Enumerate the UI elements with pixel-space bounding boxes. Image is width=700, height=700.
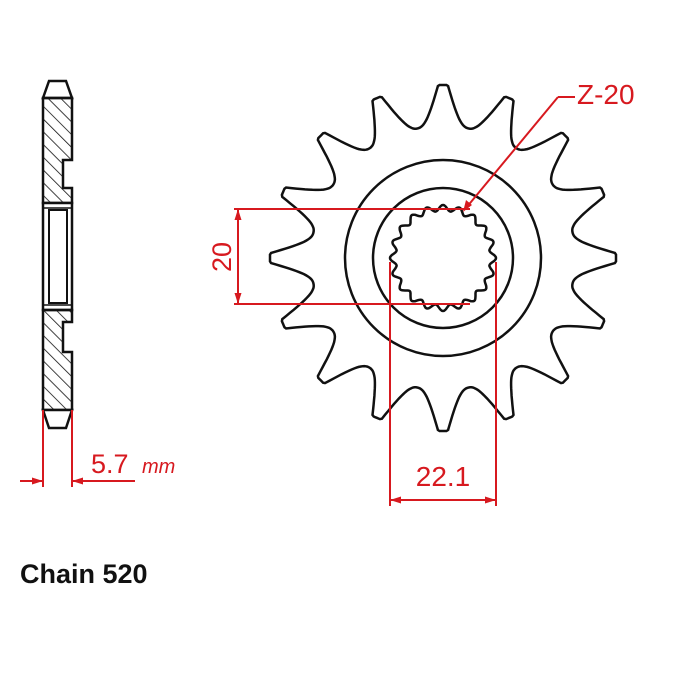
spline-callout-label: Z-20 — [577, 79, 635, 110]
side-top-tooth — [41, 79, 74, 100]
bore-width-dimension — [389, 262, 497, 506]
thickness-value: 5.7 — [91, 449, 129, 479]
thickness-unit: mm — [142, 456, 175, 478]
spline-diameter-dimension — [234, 208, 470, 305]
spline-diameter-label: 20 — [207, 242, 237, 272]
side-view — [41, 79, 74, 430]
hub-inner-ring — [371, 186, 515, 330]
side-upper-hatch — [41, 96, 74, 205]
side-hub-inner — [48, 209, 68, 304]
spline-callout-leader — [463, 96, 575, 212]
chain-size-label: Chain 520 — [20, 559, 148, 589]
side-bottom-tooth — [41, 408, 74, 430]
sprocket-front-view — [268, 83, 618, 433]
hub-outer-ring — [343, 158, 543, 358]
bore-width-label: 22.1 — [416, 461, 471, 492]
side-lower-hatch — [41, 308, 74, 412]
spline-bore — [388, 203, 498, 313]
thickness-dimension — [20, 410, 135, 487]
